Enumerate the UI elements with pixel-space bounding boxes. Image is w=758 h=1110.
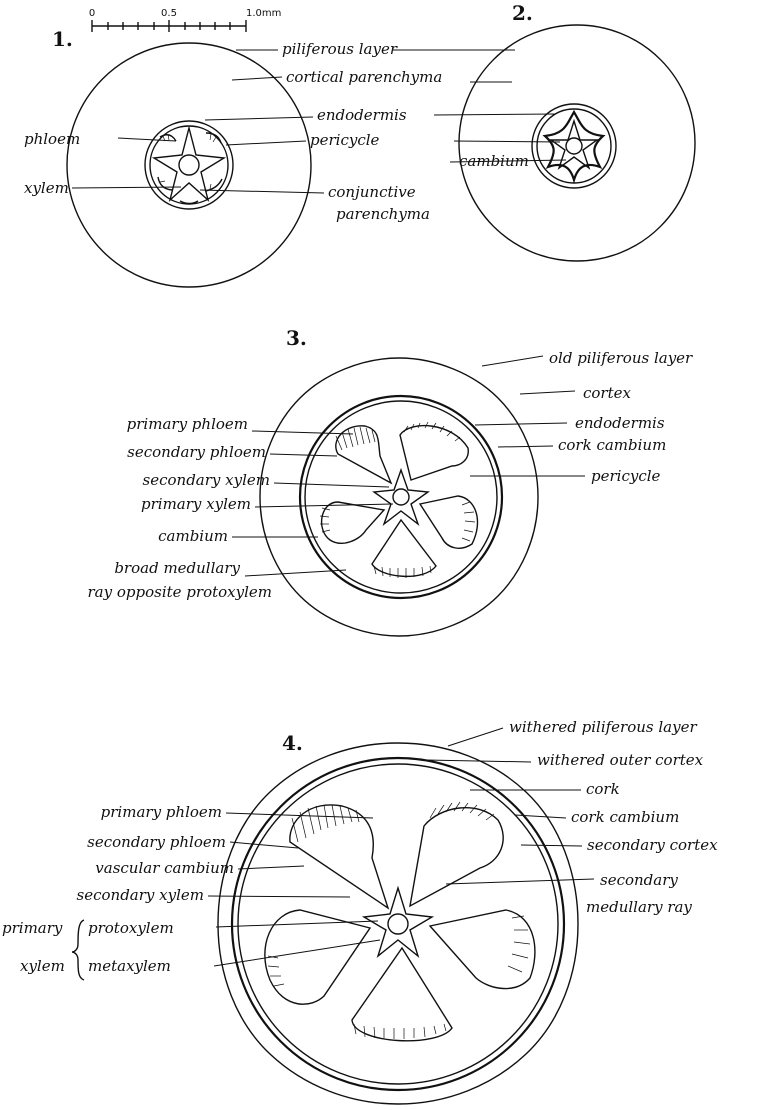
fig1-label-pericycle: pericycle: [310, 131, 380, 149]
figure-1-number: 1.: [52, 27, 73, 51]
fig4-label-withered-outer-cortex: withered outer cortex: [537, 751, 704, 769]
fig2-outer-circle: [459, 25, 695, 261]
fig3-label-primary-phloem: primary phloem: [127, 415, 248, 433]
fig1-label-cortical-parenchyma: cortical parenchyma: [286, 68, 442, 86]
fig4-outer-wavy-circle: [218, 743, 578, 1104]
fig4-label-primary-phloem: primary phloem: [101, 803, 222, 821]
fig3-label-secondary-phloem: secondary phloem: [127, 443, 266, 461]
fig3-pith: [393, 489, 409, 505]
fig2-label-cambium: cambium: [459, 152, 529, 170]
fig1-label-conjunctive: conjunctive: [328, 183, 416, 201]
fig4-brace: [72, 920, 84, 980]
fig1-phloem-patches: [158, 133, 222, 204]
fig1-outer-circle: [67, 43, 311, 287]
fig1-label-xylem: xylem: [24, 179, 69, 197]
fig4-label-cork: cork: [586, 780, 620, 798]
fig4-label-vascular-cambium: vascular cambium: [95, 859, 234, 877]
fig3-label-pericycle: pericycle: [591, 467, 661, 485]
fig3-label-primary-xylem: primary xylem: [141, 495, 251, 513]
fig4-label-secondary-cortex: secondary cortex: [587, 836, 718, 854]
fig3-label-cambium: cambium: [158, 527, 228, 545]
fig1-pericycle-ring: [150, 126, 228, 204]
fig1-label-parenchyma: parenchyma: [336, 205, 430, 223]
figure-2-number: 2.: [512, 1, 533, 25]
fig3-label-old-piliferous-layer: old piliferous layer: [549, 349, 693, 367]
fig4-label-secondary-phloem: secondary phloem: [87, 833, 226, 851]
fig3-label-secondary-xylem: secondary xylem: [143, 471, 270, 489]
fig1-pith: [179, 155, 199, 175]
fig4-label-medullary-ray: medullary ray: [586, 898, 692, 916]
scale-bar: 0 0.5 1.0mm: [89, 8, 282, 32]
scale-tick-0: 0: [89, 8, 95, 19]
fig2-pith: [566, 138, 582, 154]
fig4-label-secondary: secondary: [600, 871, 678, 889]
fig1-label-piliferous-layer: piliferous layer: [282, 40, 398, 58]
fig3-outer-wavy-circle: [260, 358, 538, 636]
fig4-label-withered-piliferous-layer: withered piliferous layer: [509, 718, 697, 736]
scale-tick-mid: 0.5: [161, 8, 177, 19]
fig3-vascular-wedges: [320, 422, 477, 578]
fig4-label-protoxylem: protoxylem: [88, 919, 174, 937]
fig4-vascular-wedges: [265, 802, 535, 1041]
fig3-cork-cambium-ring: [300, 396, 502, 598]
fig1-label-endodermis: endodermis: [317, 106, 407, 124]
fig3-label-cortex: cortex: [583, 384, 632, 402]
fig4-label-cork-cambium: cork cambium: [571, 808, 679, 826]
fig4-label-metaxylem: metaxylem: [88, 957, 171, 975]
fig1-xylem-star: [154, 128, 224, 200]
fig2-stele: [532, 104, 616, 188]
fig4-label-xylem: xylem: [20, 957, 65, 975]
figure-3: 3.: [88, 326, 694, 636]
fig3-label-cork-cambium: cork cambium: [558, 436, 666, 454]
scale-tick-end: 1.0mm: [246, 8, 281, 19]
fig3-endodermis-ring: [305, 401, 497, 593]
fig2-xylem-star: [551, 121, 597, 168]
figure-4: 4.: [2, 718, 718, 1104]
fig1-stele: [145, 121, 233, 209]
fig3-label-broad-medullary: broad medullary: [114, 559, 240, 577]
figure-4-number: 4.: [282, 731, 303, 755]
figure-1: 1. piliferous layer cortical parenchyma …: [24, 27, 442, 287]
figure-2: 2. cambium: [434, 1, 695, 261]
fig3-label-ray-opposite-protoxylem: ray opposite protoxylem: [88, 583, 272, 601]
fig4-pith: [388, 914, 408, 934]
fig4-label-primary: primary: [2, 919, 63, 937]
figure-3-number: 3.: [286, 326, 307, 350]
fig1-label-phloem: phloem: [24, 130, 80, 148]
fig4-label-secondary-xylem: secondary xylem: [77, 886, 204, 904]
fig3-label-endodermis: endodermis: [575, 414, 665, 432]
